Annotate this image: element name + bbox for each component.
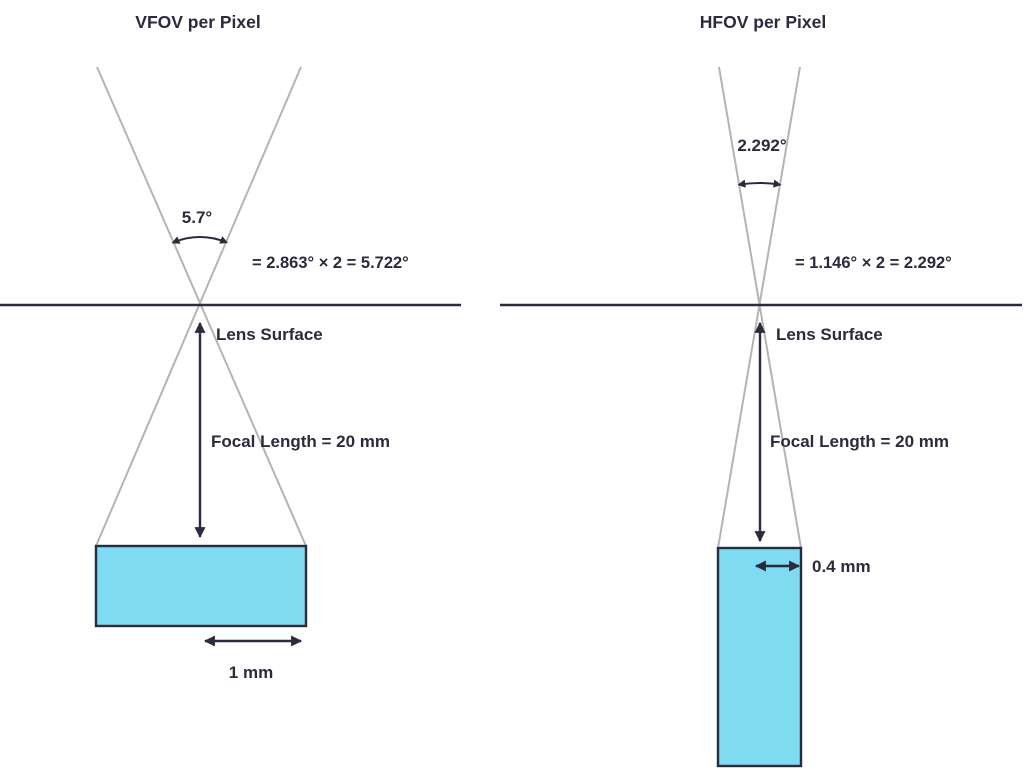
hfov-ray-right (717, 66, 801, 549)
hfov-pixel-rect (716, 546, 803, 768)
vfov-pixel-rect (94, 544, 308, 628)
vfov-equation: = 2.863° × 2 = 5.722° (252, 254, 409, 272)
hfov-lens-surface-label: Lens Surface (776, 325, 883, 344)
vfov-angle-arc (171, 236, 229, 244)
vfov-ray-left (96, 66, 307, 547)
hfov-panel: HFOV per Pixel 2.292° = 1.146° × 2 = 2.2… (500, 12, 1022, 768)
vfov-angle-label: 5.7° (182, 208, 213, 227)
vfov-focal-length-label: Focal Length = 20 mm (211, 432, 390, 451)
vfov-lens-surface-label: Lens Surface (216, 325, 323, 344)
hfov-pixel-width-label: 0.4 mm (812, 557, 871, 576)
hfov-equation: = 1.146° × 2 = 2.292° (795, 254, 952, 272)
vfov-pixel-width-label: 1 mm (229, 663, 273, 682)
hfov-focal-length-label: Focal Length = 20 mm (770, 432, 949, 451)
hfov-angle-label: 2.292° (737, 136, 787, 155)
vfov-panel: VFOV per Pixel 5.7° = 2.863° × 2 = 5.722… (0, 12, 461, 682)
hfov-title: HFOV per Pixel (700, 12, 826, 32)
vfov-title: VFOV per Pixel (135, 12, 260, 32)
vfov-ray-right (95, 66, 302, 547)
hfov-angle-arc (737, 179, 782, 188)
